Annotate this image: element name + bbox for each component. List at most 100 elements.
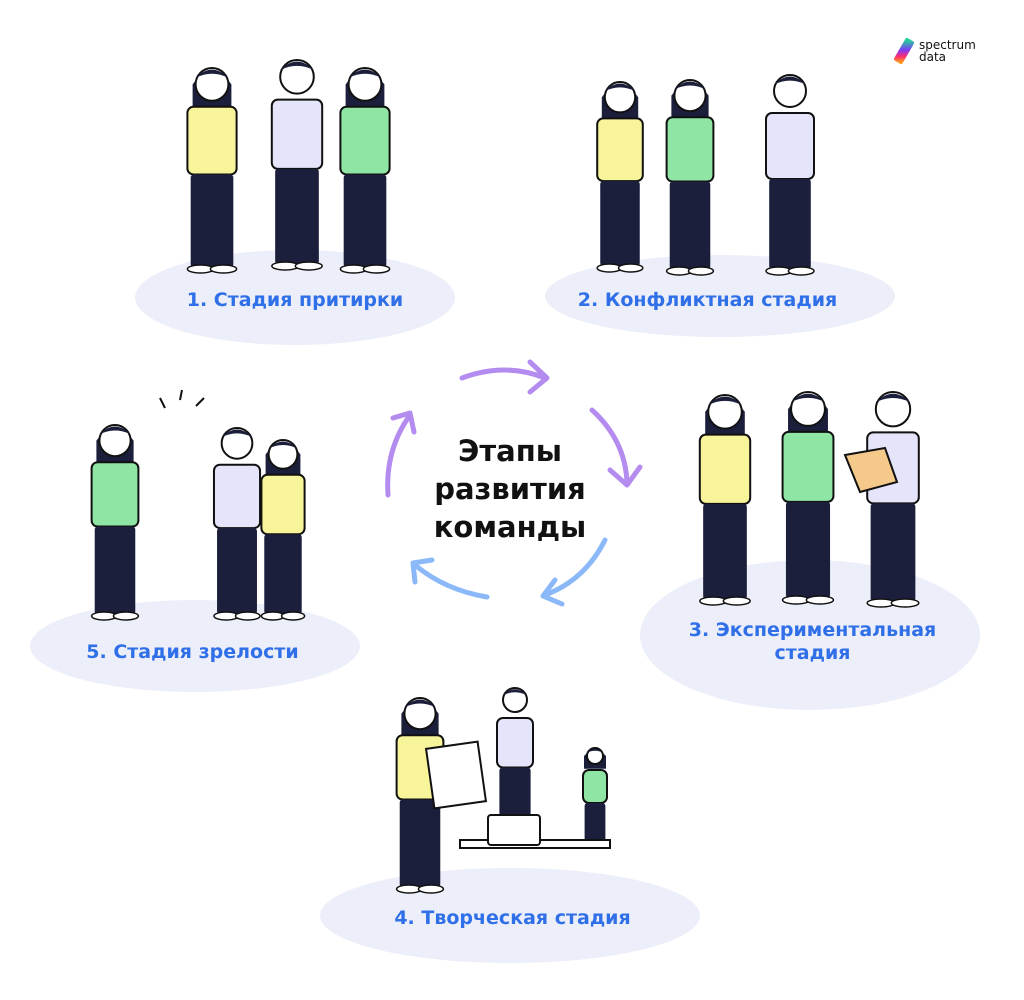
- person-head: [403, 697, 437, 731]
- logo-mark-icon: [894, 38, 914, 64]
- title-line-3: команды: [433, 510, 587, 544]
- person-shirt: [698, 433, 752, 505]
- person-head: [707, 394, 743, 430]
- person-head: [586, 747, 604, 765]
- person-shoe: [294, 261, 323, 271]
- person-shirt: [665, 116, 715, 183]
- person-shirt: [765, 112, 815, 180]
- logo-text-line-1: spectrum: [919, 38, 976, 52]
- person-pants: [870, 503, 916, 601]
- person-head: [603, 81, 637, 114]
- person-shoe: [687, 266, 715, 276]
- hair: [604, 83, 636, 92]
- person-shirt: [496, 717, 534, 769]
- person-shirt: [260, 473, 306, 536]
- arrow-head-icon: [607, 464, 643, 488]
- person-head: [874, 391, 912, 428]
- title-line-1: Этапы: [458, 434, 562, 468]
- person-pants: [343, 174, 387, 267]
- hair: [708, 396, 742, 406]
- hair: [774, 76, 806, 85]
- person-shirt: [781, 430, 835, 503]
- arrow-head-icon: [410, 557, 435, 585]
- stage-3-label: 3. Экспериментальная стадия: [640, 619, 985, 665]
- hair: [99, 426, 131, 435]
- hair: [875, 393, 911, 403]
- person-pants: [669, 181, 711, 269]
- hair: [195, 69, 229, 78]
- person-pants: [703, 503, 747, 599]
- person-pants: [600, 181, 640, 266]
- cycle-arrow-5: [385, 412, 413, 498]
- cycle-arrow-4: [412, 562, 490, 600]
- stage-1-label: 1. Стадия притирки: [186, 289, 404, 311]
- stage-4-label: 4. Творческая стадия: [394, 907, 631, 929]
- person-shoe: [617, 263, 644, 273]
- title-line-2: развития: [434, 472, 586, 506]
- person-pants: [94, 526, 136, 614]
- person-head: [267, 439, 299, 470]
- house-plan-board: [424, 740, 488, 810]
- person-shoe: [280, 611, 306, 621]
- person-head: [220, 427, 254, 460]
- person-pants: [264, 534, 302, 614]
- stage-4-background: [320, 868, 700, 963]
- cycle-arrow-3: [542, 537, 608, 598]
- person-head: [773, 74, 807, 108]
- person-shoe: [209, 264, 238, 274]
- person-shoe: [805, 595, 835, 605]
- spectrum-data-logo: spectrum data: [893, 38, 976, 64]
- person-shoe: [234, 611, 261, 621]
- cycle-arrow-1: [459, 367, 548, 381]
- person-shirt: [90, 461, 140, 528]
- person-pants: [399, 799, 441, 887]
- hair: [791, 393, 825, 403]
- person-head: [347, 67, 383, 102]
- person-shoe: [417, 884, 445, 894]
- person-shirt: [596, 117, 644, 183]
- sparkle-icon: [159, 389, 205, 409]
- cycle-arrow-2: [589, 407, 630, 485]
- person-pants: [785, 501, 831, 598]
- hair: [587, 748, 603, 753]
- laptop: [487, 814, 541, 846]
- hair: [674, 81, 706, 90]
- person-shirt: [339, 105, 391, 176]
- hair: [221, 429, 253, 438]
- person-shoe: [890, 598, 920, 608]
- logo-text-line-2: data: [919, 50, 947, 64]
- person-shirt: [186, 105, 238, 176]
- person-shoe: [787, 266, 815, 276]
- person-pants: [275, 168, 319, 264]
- arrow-head-icon: [527, 359, 550, 395]
- person-pants: [217, 528, 257, 614]
- hair: [503, 689, 527, 696]
- person-shirt: [270, 98, 324, 170]
- stage-3-label-line2: стадия: [774, 642, 851, 664]
- treasure-map: [843, 446, 899, 494]
- person-shoe: [112, 611, 140, 621]
- person-head: [98, 424, 132, 458]
- stage-5-label: 5. Стадия зрелости: [86, 641, 299, 663]
- arrow-head-icon: [540, 577, 565, 607]
- hair: [348, 69, 382, 78]
- person-pants: [769, 179, 811, 269]
- person-head: [194, 67, 230, 102]
- person-shoe: [722, 596, 751, 606]
- stage-3-label-line1: 3. Экспериментальная: [688, 619, 937, 641]
- person-pants: [190, 174, 234, 267]
- person-shoe: [362, 264, 391, 274]
- person-shirt: [582, 769, 608, 804]
- person-head: [673, 79, 707, 113]
- stage-2-label: 2. Конфликтная стадия: [577, 289, 838, 311]
- person-pants: [584, 803, 606, 842]
- person-head: [502, 687, 528, 713]
- arrow-head-icon: [390, 410, 417, 435]
- hair: [268, 441, 298, 449]
- hair: [280, 61, 314, 71]
- person-head: [279, 59, 315, 95]
- person-shirt: [212, 463, 262, 530]
- diagram-title: Этапы развития команды: [380, 432, 640, 546]
- hair: [404, 699, 436, 708]
